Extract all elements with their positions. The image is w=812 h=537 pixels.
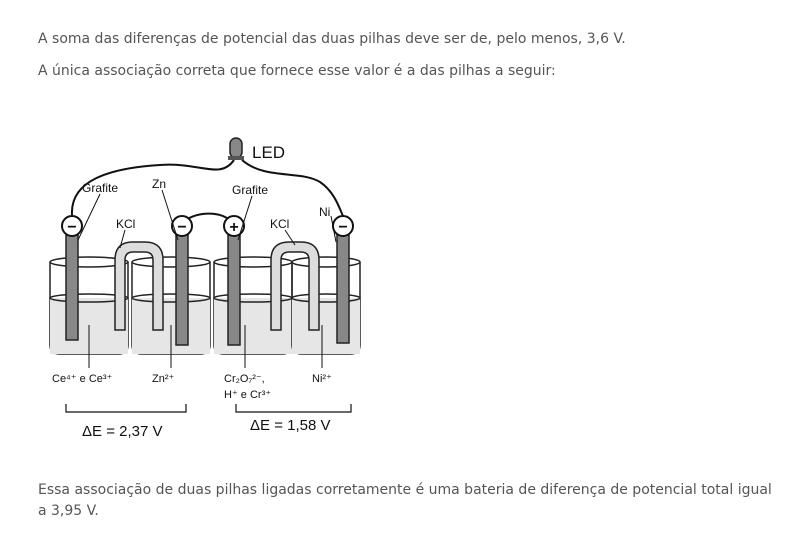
delta-e-right: ΔE = 1,58 V <box>250 417 331 434</box>
label-grafite-right: Grafite <box>232 183 268 197</box>
battery-diagram: LED − − + <box>49 137 361 440</box>
label-solution-ce: Ce⁴⁺ e Ce³⁺ <box>52 373 113 385</box>
label-solution-cr-2: H⁺ e Cr³⁺ <box>224 389 271 401</box>
label-kcl-right: KCl <box>270 217 289 231</box>
sign-electrode-1: − <box>67 219 76 236</box>
sign-electrode-4: − <box>338 219 347 236</box>
sign-electrode-2: − <box>177 219 186 236</box>
label-zn: Zn <box>152 177 166 191</box>
terminals <box>61 215 354 237</box>
label-solution-cr-1: Cr₂O₇²⁻, <box>224 373 265 385</box>
label-kcl-left: KCl <box>116 217 135 231</box>
label-grafite-left: Grafite <box>82 181 118 195</box>
paragraph-sum: A soma das diferenças de potencial das d… <box>38 31 626 47</box>
label-solution-zn: Zn²⁺ <box>152 373 175 385</box>
label-ni: Ni <box>319 205 330 219</box>
label-solution-ni: Ni²⁺ <box>312 373 332 385</box>
delta-e-left: ΔE = 2,37 V <box>82 423 163 440</box>
sign-electrode-3: + <box>229 219 238 236</box>
paragraph-association: A única associação correta que fornece e… <box>38 63 556 79</box>
salt-bridges <box>114 241 320 331</box>
led-label: LED <box>252 143 285 162</box>
led-icon <box>228 137 244 160</box>
paragraph-conclusion: Essa associação de duas pilhas ligadas c… <box>38 482 772 519</box>
